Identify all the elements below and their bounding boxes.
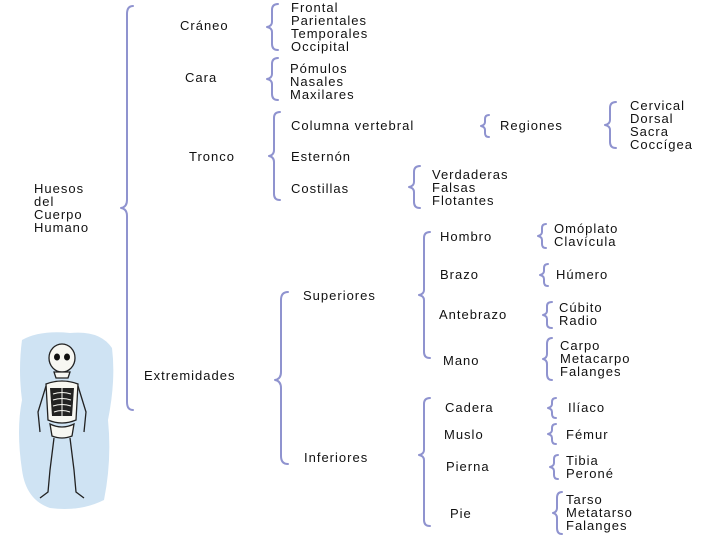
node-regiones: Regiones [500,118,563,133]
list-mano: Carpo Metacarpo Falanges [560,338,631,379]
node-cadera: Cadera [445,400,494,415]
list-pierna: Tibia Peroné [566,453,614,481]
brace-antebrazo [542,301,553,329]
list-antebrazo: Cúbito Radio [559,300,603,328]
node-cara: Cara [185,70,218,85]
list-cara-bones: Pómulos Nasales Maxilares [290,61,355,102]
node-hombro: Hombro [440,229,493,244]
node-esternon: Esternón [291,149,352,164]
brace-superiores [418,231,431,359]
brace-root [120,5,134,411]
node-mano: Mano [443,353,480,368]
brace-craneo [266,3,279,51]
brace-regiones-items [604,101,617,149]
brace-tronco [268,111,281,201]
node-craneo: Cráneo [180,18,229,33]
node-costillas: Costillas [291,181,350,196]
list-brazo: Húmero [556,267,609,282]
brace-inferiores [418,397,431,527]
brace-brazo [539,263,549,287]
brace-cadera [547,397,557,419]
list-costillas: Verdaderas Falsas Flotantes [432,167,509,208]
node-pierna: Pierna [446,459,490,474]
node-huesos-cuerpo-humano: Huesos del Cuerpo Humano [34,181,90,235]
list-muslo: Fémur [566,427,609,442]
list-regiones: Cervical Dorsal Sacra Coccígea [630,98,693,152]
node-columna-vertebral: Columna vertebral [291,118,415,133]
node-extremidades: Extremidades [144,368,236,383]
brace-pie [552,491,563,535]
brace-cara [266,57,279,101]
brace-muslo [547,423,557,445]
list-cadera: Ilíaco [568,400,606,415]
list-craneo-bones: Frontal Parientales Temporales Occipital [291,0,369,54]
brace-costillas [408,165,421,209]
node-inferiores: Inferiores [304,450,369,465]
brace-extremidades [274,291,289,465]
node-pie: Pie [450,506,472,521]
node-tronco: Tronco [189,149,235,164]
node-superiores: Superiores [303,288,376,303]
node-muslo: Muslo [444,427,484,442]
list-pie: Tarso Metatarso Falanges [566,492,633,533]
brace-pierna [549,454,559,480]
brace-hombro [537,223,547,249]
brace-regiones [480,114,490,138]
node-antebrazo: Antebrazo [439,307,508,322]
list-hombro: Omóplato Clavícula [554,221,619,249]
brace-mano [542,337,553,381]
node-brazo: Brazo [440,267,479,282]
